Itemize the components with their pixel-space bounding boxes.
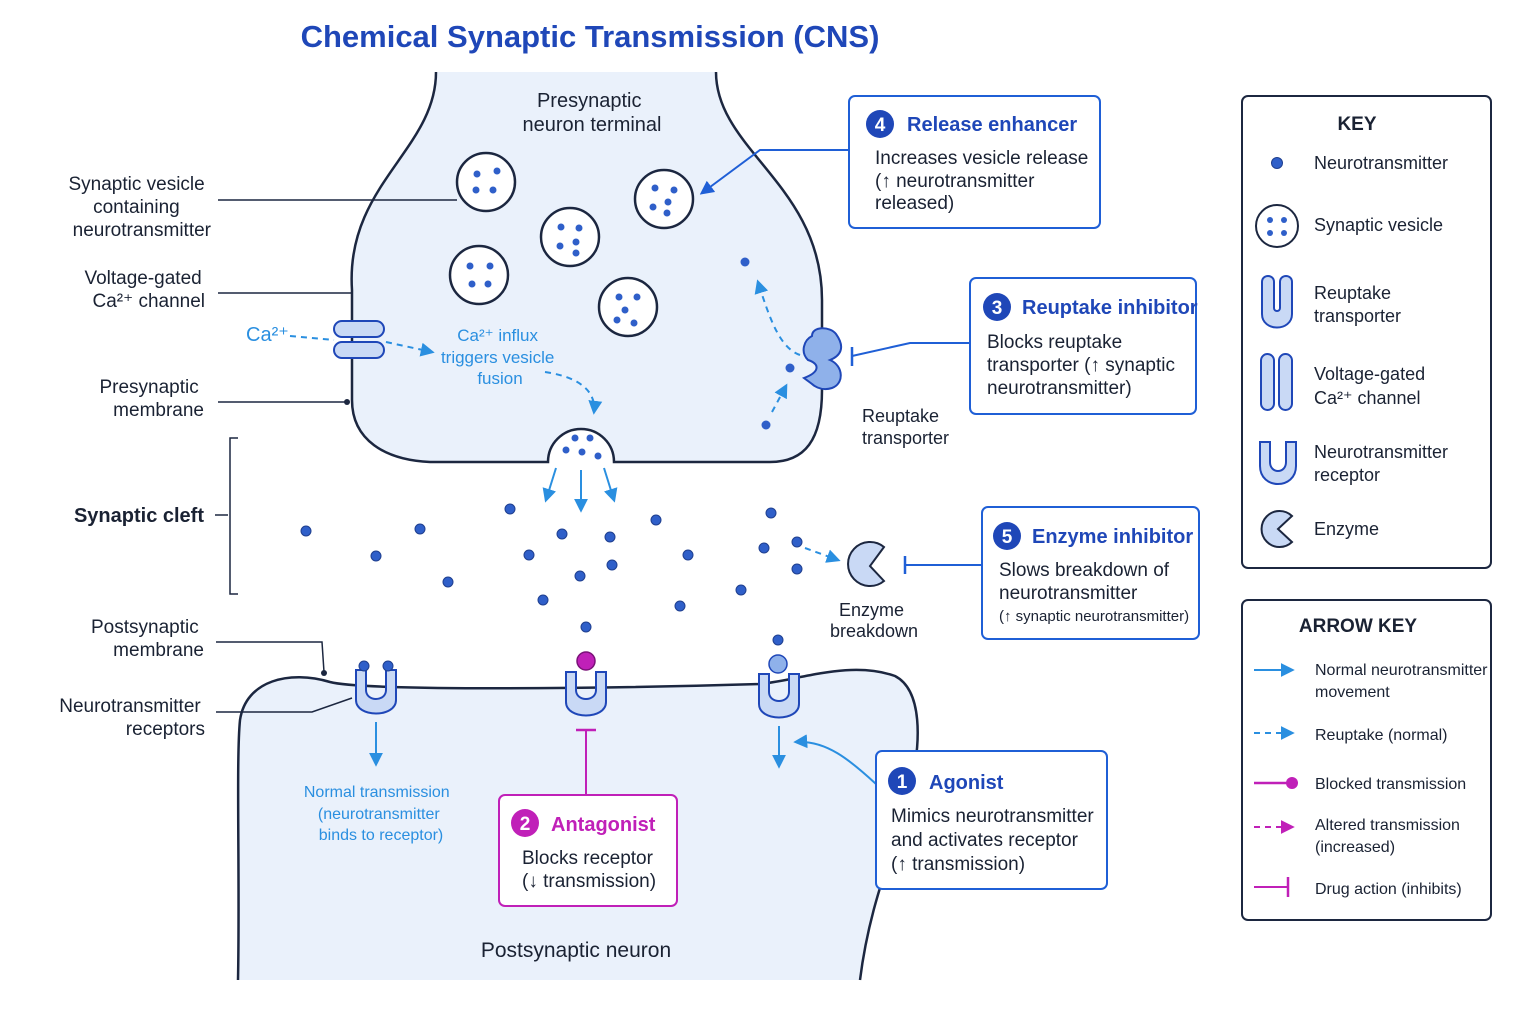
antagonist-desc: Blocks receptor (↓ transmission) (522, 848, 658, 892)
arrow-key-label-altered: Altered transmission (increased) (1315, 817, 1464, 856)
ca-influx-label: Ca²⁺ influx triggers vesicle fusion (441, 326, 559, 388)
enzyme-inhibitor-title: Enzyme inhibitor (1032, 526, 1193, 548)
agonist-pointer (793, 734, 877, 785)
leader-dot (344, 399, 350, 405)
normal-transmission-label: Normal transmission (neurotransmitter bi… (304, 784, 454, 844)
enzyme-inhibitor-desc: Slows breakdown of neurotransmitter (↑ s… (999, 560, 1189, 625)
key-label-enzyme: Enzyme (1314, 519, 1379, 539)
neurotransmitter-icon (1271, 157, 1283, 169)
synaptic-cleft-label: Synaptic cleft (74, 505, 204, 527)
key-label-ca-channel: Voltage-gated Ca²⁺ channel (1314, 364, 1430, 408)
key-label-transporter: Reuptake transporter (1314, 283, 1401, 326)
reuptake-arrow-up (754, 279, 801, 356)
arrow-key-label-inhibits: Drug action (inhibits) (1315, 881, 1462, 898)
reuptake-inhibitor-title: Reuptake inhibitor (1022, 297, 1198, 319)
synaptic-vesicle (455, 151, 517, 213)
key-label-receptor: Neurotransmitter receptor (1314, 442, 1453, 485)
drug-number-2: 2 (520, 814, 531, 835)
release-arrows (542, 467, 618, 513)
synaptic-vesicle-label: Synaptic vesicle containing neurotransmi… (68, 174, 211, 241)
drug-number-1: 1 (897, 772, 908, 793)
synaptic-vesicle (633, 168, 695, 230)
enzyme-approach-arrow (804, 547, 841, 563)
reuptake-transporter-label: Reuptake transporter (862, 406, 949, 448)
nt-receptors-label: Neurotransmitter receptors (59, 696, 206, 740)
ca-entry-arrow (289, 335, 335, 341)
ca-channel (333, 320, 385, 359)
arrow-key-label-normal: Normal neurotransmitter movement (1315, 662, 1492, 701)
reuptake-dots (740, 257, 795, 430)
key-heading: KEY (1337, 114, 1376, 135)
release-enhancer-title: Release enhancer (907, 114, 1077, 136)
synaptic-cleft-bracket (229, 437, 238, 595)
fusing-vesicle-contents (562, 434, 602, 460)
receptor-icon (1259, 441, 1297, 485)
drug-number-3: 3 (992, 298, 1003, 319)
key-label-vesicle: Synaptic vesicle (1314, 215, 1443, 235)
reuptake-inhibitor-pointer (851, 342, 970, 357)
enzyme-icon (1260, 510, 1294, 548)
agonist-title: Agonist (929, 772, 1004, 794)
drug-box-release-enhancer: 4 Release enhancer Increases vesicle rel… (848, 95, 1101, 229)
release-enhancer-pointer (699, 149, 849, 195)
postsynaptic-neuron-label: Postsynaptic neuron (481, 939, 671, 962)
ca-channel-icon (1260, 353, 1293, 411)
key-label-neurotransmitter: Neurotransmitter (1314, 153, 1448, 173)
agonist-desc: Mimics neurotransmitter and activates re… (891, 806, 1099, 875)
enzyme (847, 541, 886, 587)
leader-dot (321, 670, 327, 676)
drug-box-antagonist: 2 Antagonist Blocks receptor (↓ transmis… (498, 794, 678, 907)
drug-number-5: 5 (1002, 527, 1013, 548)
drug-number-4: 4 (875, 115, 886, 136)
synaptic-vesicle-icon (1255, 204, 1299, 248)
arrow-key-panel: ARROW KEY Normal neurotransmitter moveme… (1241, 599, 1492, 921)
reuptake-transporter (801, 327, 843, 391)
synaptic-vesicle (597, 276, 659, 338)
key-panel: KEY Neurotransmitter Synaptic vesicle Re… (1241, 95, 1492, 569)
drug-box-agonist: 1 Agonist Mimics neurotransmitter and ac… (875, 750, 1108, 890)
release-enhancer-desc: Increases vesicle release (↑ neurotransm… (875, 148, 1094, 214)
ca-ion-label: Ca²⁺ (246, 324, 289, 346)
presynaptic-terminal-label: Presynaptic neuron terminal (523, 90, 662, 136)
drug-box-enzyme-inhibitor: 5 Enzyme inhibitor Slows breakdown of ne… (981, 506, 1200, 640)
postsynaptic-membrane-label: Postsynaptic membrane (91, 617, 204, 661)
nt-receptors-leader (216, 697, 353, 713)
enzyme-breakdown-label: Enzyme breakdown (830, 600, 918, 641)
synaptic-vesicle (539, 206, 601, 268)
ca-channel-label: Voltage-gated Ca²⁺ channel (84, 268, 207, 312)
receptor-antagonist (565, 651, 607, 717)
receptor-normal (355, 660, 397, 715)
arrow-key-label-blocked: Blocked transmission (1315, 776, 1466, 793)
drug-box-reuptake-inhibitor: 3 Reuptake inhibitor Blocks reuptake tra… (969, 277, 1198, 415)
arrow-key-heading: ARROW KEY (1299, 616, 1418, 637)
diagram-title: Chemical Synaptic Transmission (CNS) (301, 19, 880, 54)
reuptake-transporter-icon (1261, 275, 1293, 329)
antagonist-title: Antagonist (551, 814, 656, 836)
reuptake-arrow-in (771, 383, 788, 413)
synaptic-vesicle (448, 244, 510, 306)
reuptake-inhibitor-desc: Blocks reuptake transporter (↑ synaptic … (987, 332, 1180, 399)
postsynaptic-membrane-leader (216, 641, 325, 673)
presynaptic-membrane-label: Presynaptic membrane (99, 377, 204, 421)
receptor-agonist (758, 654, 800, 719)
arrow-key-label-reuptake: Reuptake (normal) (1315, 727, 1448, 744)
ca-influx-arrow (385, 341, 435, 357)
cleft-neurotransmitters (300, 503, 803, 646)
